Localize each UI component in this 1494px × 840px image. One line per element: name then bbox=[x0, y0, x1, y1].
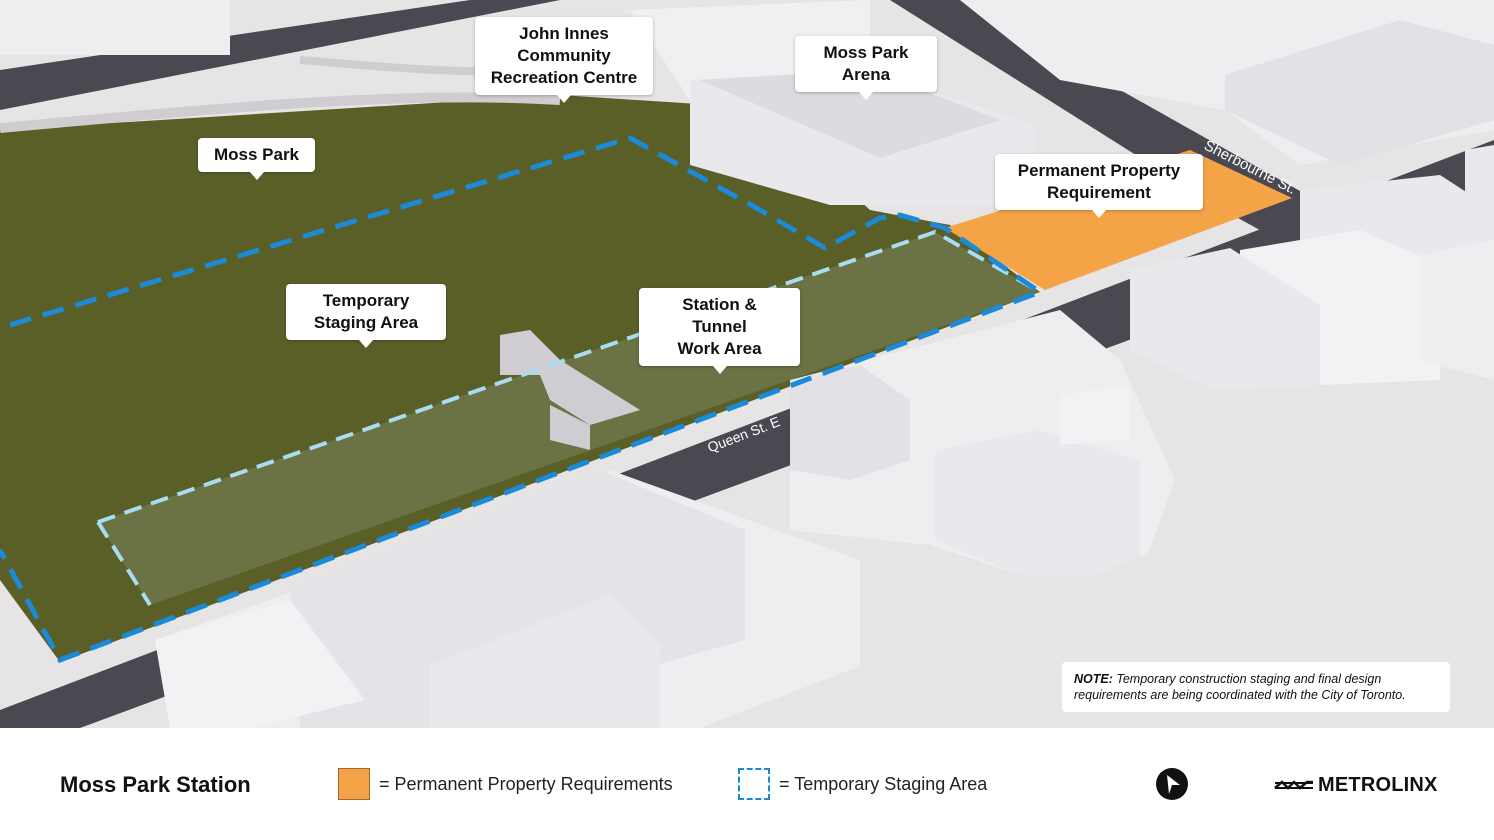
temporary-staging-area-outline bbox=[0, 135, 1046, 664]
label-moss-park: Moss Park bbox=[198, 138, 315, 180]
map-graphics bbox=[0, 0, 1494, 728]
label-permanent-property: Permanent Property Requirement bbox=[995, 154, 1203, 218]
metrolinx-brand: METROLINX bbox=[1274, 772, 1438, 798]
legend-bar: Moss Park Station bbox=[0, 728, 1494, 840]
station-work-area-outline bbox=[97, 229, 1041, 524]
label-temporary-staging: Temporary Staging Area bbox=[286, 284, 446, 348]
metrolinx-logo-icon bbox=[1274, 780, 1313, 790]
permanent-property-swatch bbox=[338, 768, 370, 800]
road-top bbox=[0, 0, 560, 110]
temporary-staging-swatch bbox=[738, 768, 770, 800]
label-station-tunnel: Station & Tunnel Work Area bbox=[639, 288, 800, 374]
legend-permanent-text: = Permanent Property Requirements bbox=[379, 774, 673, 794]
legend-temporary-text: = Temporary Staging Area bbox=[779, 774, 988, 794]
brand-name: METROLINX bbox=[1318, 773, 1438, 796]
label-moss-park-arena: Moss Park Arena bbox=[795, 36, 937, 100]
note-text: Temporary construction staging and final… bbox=[1074, 672, 1406, 702]
note-box: NOTE: Temporary construction staging and… bbox=[1062, 662, 1450, 712]
permanent-property-area bbox=[945, 150, 1292, 290]
note-label: NOTE: bbox=[1074, 672, 1113, 686]
legend-title: Moss Park Station bbox=[60, 772, 251, 797]
label-john-innes: John Innes Community Recreation Centre bbox=[475, 17, 653, 103]
north-arrow-icon bbox=[1156, 768, 1188, 800]
site-map: John Innes Community Recreation Centre M… bbox=[0, 0, 1494, 728]
